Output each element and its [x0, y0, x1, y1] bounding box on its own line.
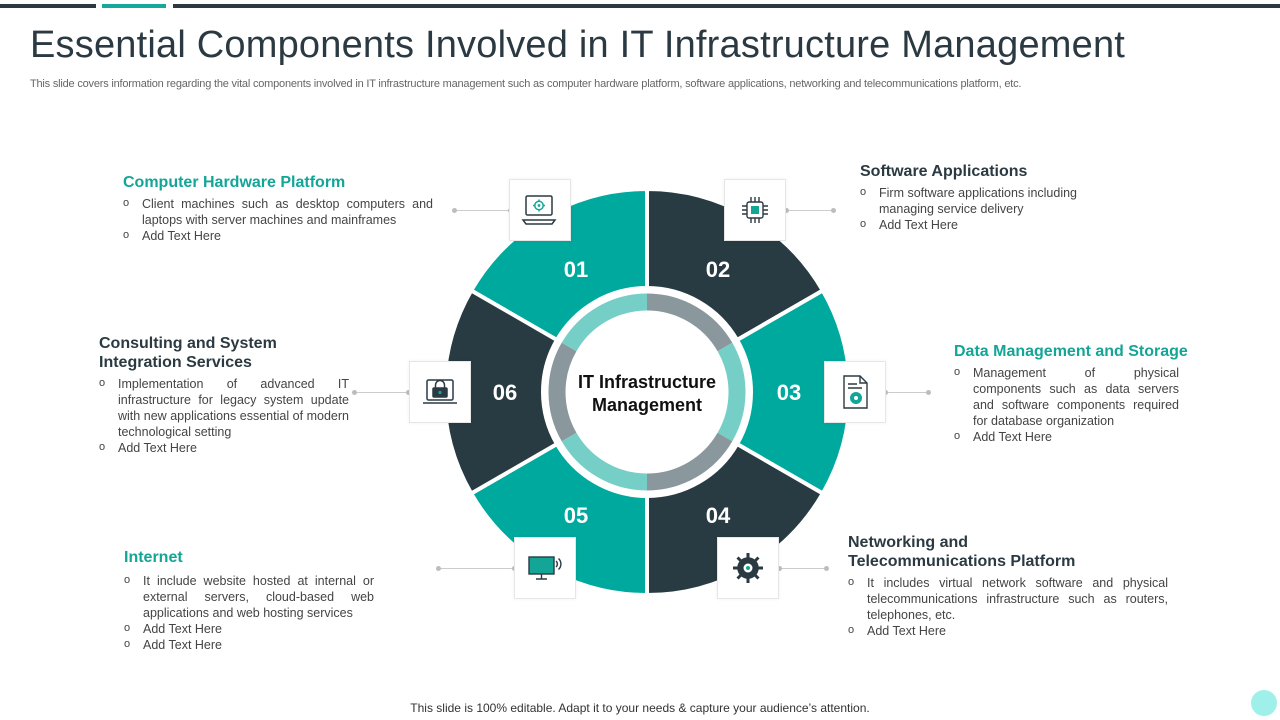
computer-hardware-bullets: Client machines such as desktop computer… — [123, 195, 433, 244]
segment-01 — [468, 186, 649, 343]
networking-heading: Networking and Telecommunications Platfo… — [848, 534, 1076, 570]
center-circle — [572, 317, 722, 467]
monitor-wifi-icon — [514, 537, 576, 599]
networking-block: Networking and Telecommunications Platfo… — [848, 533, 1168, 639]
networking-bullets: It includes virtual network software and… — [848, 574, 1168, 639]
bullet-item: Add Text Here — [848, 622, 1168, 639]
connector-01 — [452, 208, 513, 213]
internet-block: Internet It include website hosted at in… — [124, 548, 374, 653]
connector-02 — [784, 208, 836, 213]
computer-hardware-heading: Computer Hardware Platform — [123, 174, 346, 191]
footer-note: This slide is 100% editable. Adapt it to… — [410, 701, 870, 715]
computer-hardware-block: Computer Hardware Platform Client machin… — [123, 173, 433, 244]
segment-numbers: 01 02 03 04 05 06 — [493, 257, 801, 528]
consulting-heading: Consulting and System Integration Servic… — [99, 335, 277, 371]
software-applications-bullets: Firm software applications including man… — [860, 184, 1100, 233]
ring-arc-03 — [717, 342, 746, 442]
bullet-item: It includes virtual network software and… — [848, 574, 1168, 623]
segment-number-05: 05 — [564, 503, 588, 528]
internet-bullets: It include website hosted at internal or… — [124, 572, 374, 653]
bullet-item: Add Text Here — [123, 227, 433, 244]
data-management-heading: Data Management and Storage — [954, 343, 1188, 360]
inner-ring — [548, 293, 746, 491]
top-bar-left — [0, 4, 96, 8]
segments-layer — [442, 186, 852, 598]
consulting-bullets: Implementation of advanced IT infrastruc… — [99, 375, 349, 456]
center-label-line2: Management — [592, 395, 702, 415]
segment-number-04: 04 — [706, 503, 731, 528]
segment-04 — [645, 441, 826, 598]
segment-number-02: 02 — [706, 257, 730, 282]
bullet-item: Implementation of advanced IT infrastruc… — [99, 375, 349, 440]
ring-arc-06 — [548, 342, 577, 442]
ring-arc-05 — [561, 432, 648, 491]
bullet-item: Add Text Here — [954, 428, 1179, 445]
segment-06 — [442, 287, 560, 497]
connector-06 — [352, 390, 411, 395]
ring-arc-02 — [646, 293, 733, 352]
computer-gear-icon — [509, 179, 571, 241]
top-bar-right — [173, 4, 1280, 8]
top-bar-accent — [102, 4, 166, 8]
bullet-item: Management of physical components such a… — [954, 364, 1179, 429]
data-management-bullets: Management of physical components such a… — [954, 364, 1179, 445]
data-management-block: Data Management and Storage Management o… — [954, 342, 1209, 445]
bullet-item: It include website hosted at internal or… — [124, 572, 374, 621]
gear-network-icon — [717, 537, 779, 599]
internet-heading: Internet — [124, 549, 183, 566]
bullet-item: Add Text Here — [99, 439, 349, 456]
connector-05 — [436, 566, 517, 571]
slide-subtitle: This slide covers information regarding … — [30, 78, 1022, 90]
laptop-lock-icon — [409, 361, 471, 423]
bullet-item: Firm software applications including man… — [860, 184, 1100, 217]
center-label-line1: IT Infrastructure — [578, 372, 716, 392]
slide-title: Essential Components Involved in IT Infr… — [30, 24, 1126, 66]
software-applications-block: Software Applications Firm software appl… — [860, 162, 1100, 233]
bullet-item: Client machines such as desktop computer… — [123, 195, 433, 228]
segment-03 — [734, 287, 852, 497]
connector-03 — [883, 390, 931, 395]
software-chip-icon — [724, 179, 786, 241]
segment-number-01: 01 — [564, 257, 588, 282]
connector-04 — [777, 566, 829, 571]
software-applications-heading: Software Applications — [860, 163, 1028, 180]
ring-arc-01 — [561, 293, 648, 352]
document-gear-icon — [824, 361, 886, 423]
corner-decoration — [1251, 690, 1277, 716]
ring-arc-04 — [646, 432, 733, 491]
bullet-item: Add Text Here — [124, 620, 374, 637]
segment-02 — [645, 186, 826, 343]
bullet-item: Add Text Here — [124, 636, 374, 653]
segment-05 — [468, 441, 649, 598]
bullet-item: Add Text Here — [860, 216, 1100, 233]
consulting-block: Consulting and System Integration Servic… — [99, 334, 354, 456]
segment-number-03: 03 — [777, 380, 801, 405]
segment-number-06: 06 — [493, 380, 517, 405]
